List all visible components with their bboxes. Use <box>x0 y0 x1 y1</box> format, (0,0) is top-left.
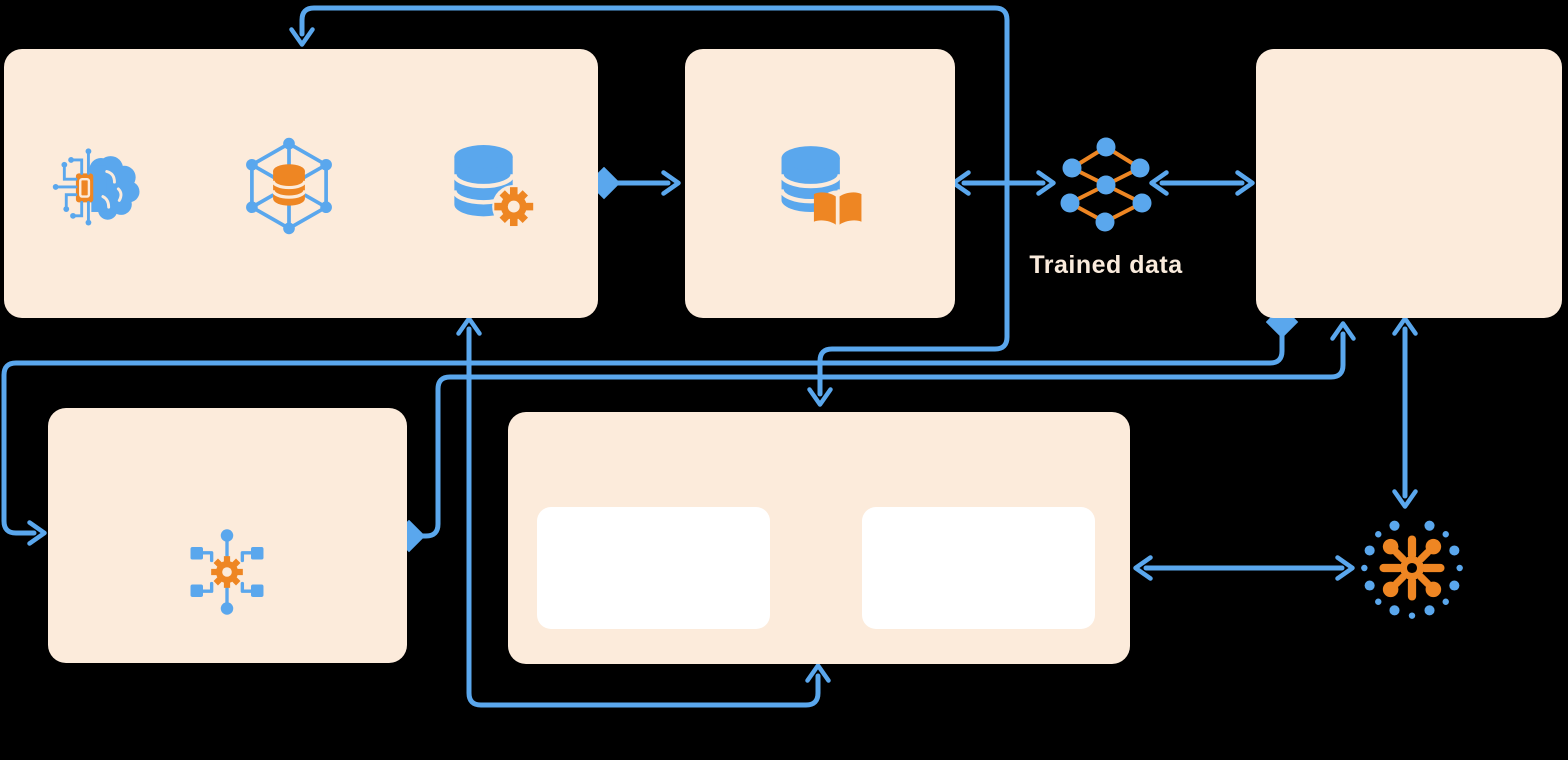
top-right-box <box>1256 49 1562 318</box>
database-gear-icon <box>452 145 536 229</box>
neural-network-icon <box>1060 137 1152 232</box>
inner-right-box <box>862 507 1095 629</box>
distributed-gear-icon <box>190 529 264 615</box>
network-cube-icon <box>246 137 332 235</box>
trained-data-label: Trained data <box>1029 251 1183 279</box>
connector-bottomleft-to-topright <box>392 321 1356 553</box>
inner-left-box <box>537 507 770 629</box>
ai-brain-chip-icon <box>52 148 140 226</box>
connector-topleft-bottommiddle-double <box>456 316 831 708</box>
database-book-icon <box>779 146 862 234</box>
starburst-icon <box>1361 520 1463 619</box>
